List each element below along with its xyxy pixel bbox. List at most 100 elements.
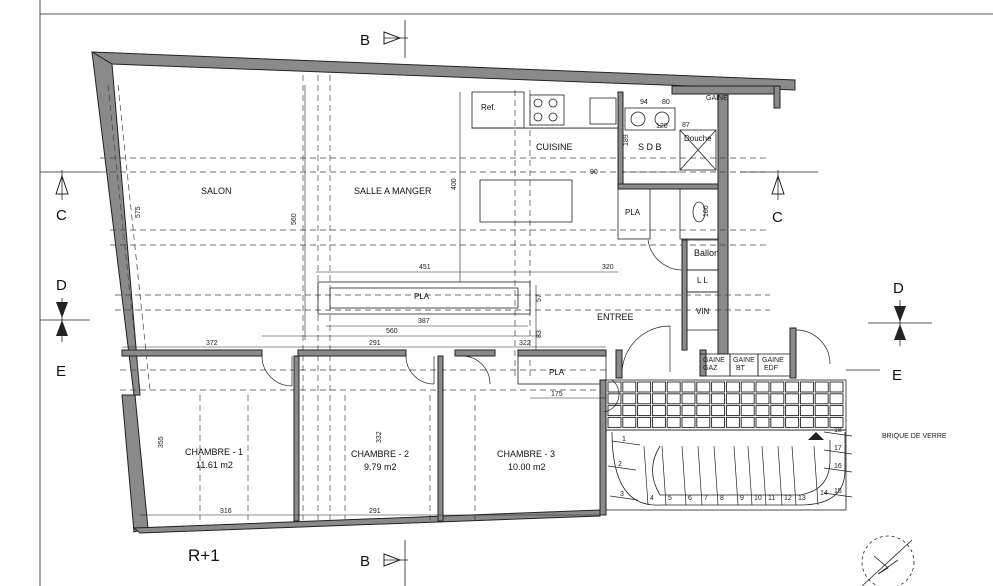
glass-brick <box>785 393 800 405</box>
glass-brick <box>711 405 726 417</box>
glass-brick <box>711 416 726 428</box>
wall-gaine-side <box>773 85 781 109</box>
sink <box>589 97 617 125</box>
glass-brick <box>622 393 637 405</box>
glass-brick <box>785 405 800 417</box>
glass-brick <box>666 393 681 405</box>
stair-tread <box>813 445 819 506</box>
wall-top <box>91 51 796 91</box>
stair-number: 12 <box>784 495 792 502</box>
label-ll: L L <box>697 276 708 285</box>
stair-tread <box>681 445 687 506</box>
wc-box <box>679 188 719 240</box>
stair-tread <box>777 445 783 506</box>
stair-number: 1 <box>622 436 626 443</box>
glass-brick <box>622 405 637 417</box>
stair-tread <box>713 445 719 506</box>
glass-brick <box>770 416 785 428</box>
glass-brick <box>651 405 666 417</box>
room-salon: SALON <box>201 186 232 196</box>
svg-text:E: E <box>892 367 902 384</box>
glass-brick <box>799 393 814 405</box>
glass-brick <box>696 416 711 428</box>
stair-number: 4 <box>650 495 654 502</box>
section-mark-c-right: C <box>740 170 818 226</box>
glass-brick <box>696 405 711 417</box>
svg-text:E: E <box>56 363 66 380</box>
douche-box <box>679 129 717 171</box>
stair-number: 14 <box>820 490 828 497</box>
stair-number: 6 <box>688 495 692 502</box>
room-chambre-3-area: 10.00 m2 <box>508 462 546 472</box>
svg-text:B: B <box>360 553 370 570</box>
glass-brick <box>666 381 681 393</box>
glass-brick <box>681 405 696 417</box>
glass-brick <box>651 393 666 405</box>
glass-brick <box>666 416 681 428</box>
interior-walls <box>121 91 797 522</box>
dim-83: 83 <box>536 330 543 338</box>
room-sdb: S D B <box>638 142 662 152</box>
room-chambre-2-area: 9.79 m2 <box>364 462 397 472</box>
wall-left-upper <box>91 51 141 396</box>
dim-316: 316 <box>220 508 232 515</box>
wall-right <box>717 91 729 355</box>
glass-brick <box>637 416 652 428</box>
wall-utility-left <box>681 239 688 351</box>
glass-brick <box>711 381 726 393</box>
stair-number: 3 <box>620 491 624 498</box>
dim-451: 451 <box>419 264 431 271</box>
label-brique-de-verre: BRIQUE DE VERRE <box>882 433 947 440</box>
room-salle-a-manger: SALLE A MANGER <box>354 186 432 196</box>
svg-text:D: D <box>893 280 904 297</box>
glass-brick <box>725 393 740 405</box>
stair-tread <box>611 440 641 446</box>
wall-sdb-bottom <box>617 183 719 190</box>
stair-number: 7 <box>704 495 708 502</box>
glass-brick <box>696 381 711 393</box>
glass-brick <box>725 405 740 417</box>
stair-tread <box>823 467 853 473</box>
glass-brick <box>622 416 637 428</box>
level-label: R+1 <box>188 546 220 565</box>
dim-120: 120 <box>656 123 668 130</box>
room-douche: Douche <box>684 134 712 143</box>
glass-brick <box>770 381 785 393</box>
glass-brick <box>829 381 844 393</box>
glass-brick <box>740 405 755 417</box>
stair-number: 9 <box>740 495 744 502</box>
section-mark-e-left: E <box>56 363 66 380</box>
stair-number: 10 <box>754 495 762 502</box>
glass-brick <box>651 416 666 428</box>
pla-bottom-box <box>517 355 607 385</box>
stair-number: 17 <box>834 445 842 452</box>
stair-number: 13 <box>798 495 806 502</box>
stair-tread <box>823 492 853 498</box>
wall-left-lower <box>121 394 149 533</box>
glass-brick <box>785 381 800 393</box>
doors <box>261 239 831 413</box>
glass-brick <box>725 416 740 428</box>
room-chambre-1-area: 11.61 m2 <box>196 460 233 470</box>
stair-number: 8 <box>720 495 724 502</box>
dim-322: 322 <box>519 340 531 347</box>
glass-brick <box>799 381 814 393</box>
stair-tread <box>733 445 739 506</box>
glass-brick <box>740 393 755 405</box>
pla-kitchen-box <box>617 188 651 240</box>
section-mark-d-right: D <box>868 280 932 346</box>
wall-bedroom2-top <box>297 349 407 357</box>
section-mark-d-left: D <box>40 277 90 342</box>
vin-box <box>686 291 719 331</box>
svg-text:C: C <box>772 209 783 226</box>
dim-94: 94 <box>640 99 648 106</box>
glass-brick <box>725 381 740 393</box>
stove <box>529 94 565 126</box>
dim-57: 57 <box>536 294 543 302</box>
wall-bedroom3-top-b <box>517 349 607 357</box>
dim-560-horizontal: 560 <box>386 328 398 335</box>
wall-gaine-top <box>671 85 781 95</box>
